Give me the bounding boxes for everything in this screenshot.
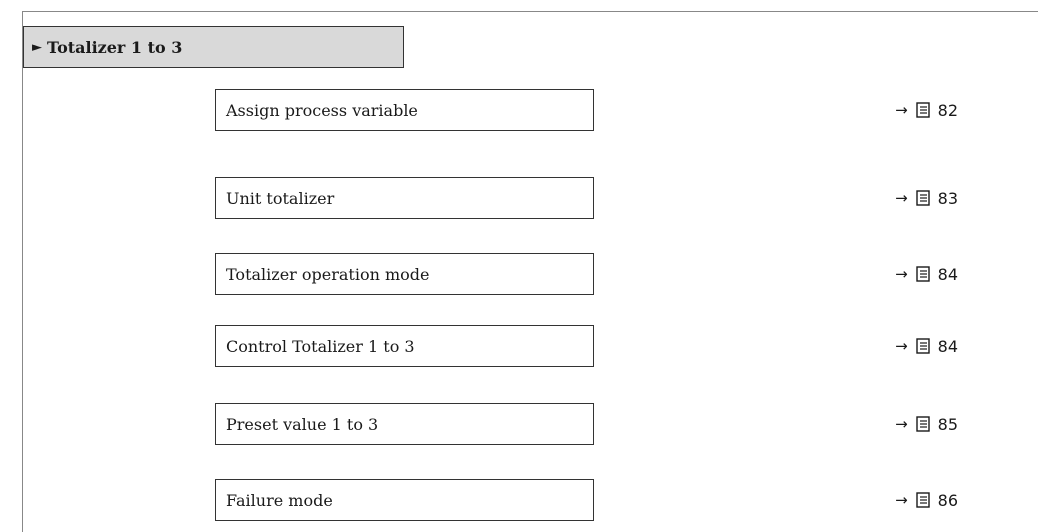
page-reference[interactable]: → 85 [895, 403, 958, 445]
parameter-box[interactable]: Totalizer operation mode [215, 253, 594, 295]
parameter-row: Assign process variable → 82 [215, 89, 1005, 131]
page-reference[interactable]: → 86 [895, 479, 958, 521]
book-icon [915, 102, 930, 118]
book-icon [915, 190, 930, 206]
parameter-box[interactable]: Unit totalizer [215, 177, 594, 219]
parameter-row: Control Totalizer 1 to 3 → 84 [215, 325, 1005, 367]
parameter-label: Totalizer operation mode [226, 264, 430, 284]
book-icon [915, 416, 930, 432]
parameter-box[interactable]: Control Totalizer 1 to 3 [215, 325, 594, 367]
right-arrow-icon: → [895, 265, 908, 283]
book-icon [915, 266, 930, 282]
parameter-row: Failure mode → 86 [215, 479, 1005, 521]
parameter-box[interactable]: Preset value 1 to 3 [215, 403, 594, 445]
parameter-label: Failure mode [226, 490, 333, 510]
page-reference[interactable]: → 84 [895, 325, 958, 367]
submenu-title: Totalizer 1 to 3 [47, 37, 183, 57]
page-number: 84 [937, 336, 958, 356]
page-reference[interactable]: → 83 [895, 177, 958, 219]
parameter-label: Control Totalizer 1 to 3 [226, 336, 415, 356]
parameter-row: Preset value 1 to 3 → 85 [215, 403, 1005, 445]
parameter-box[interactable]: Assign process variable [215, 89, 594, 131]
right-arrow-icon: → [895, 101, 908, 119]
submenu-header[interactable]: ► Totalizer 1 to 3 [23, 26, 404, 68]
page-number: 84 [937, 264, 958, 284]
page-number: 86 [937, 490, 958, 510]
book-icon [915, 338, 930, 354]
parameter-row: Totalizer operation mode → 84 [215, 253, 1005, 295]
right-arrow-icon: → [895, 491, 908, 509]
submenu-arrow-icon: ► [32, 39, 42, 55]
parameter-label: Unit totalizer [226, 188, 335, 208]
page-number: 83 [937, 188, 958, 208]
menu-frame [22, 11, 1038, 532]
page-reference[interactable]: → 82 [895, 89, 958, 131]
right-arrow-icon: → [895, 415, 908, 433]
parameter-row: Unit totalizer → 83 [215, 177, 1005, 219]
right-arrow-icon: → [895, 189, 908, 207]
page-reference[interactable]: → 84 [895, 253, 958, 295]
parameter-label: Assign process variable [226, 100, 418, 120]
book-icon [915, 492, 930, 508]
page-number: 85 [937, 414, 958, 434]
parameter-label: Preset value 1 to 3 [226, 414, 379, 434]
parameter-box[interactable]: Failure mode [215, 479, 594, 521]
right-arrow-icon: → [895, 337, 908, 355]
page-number: 82 [937, 100, 958, 120]
